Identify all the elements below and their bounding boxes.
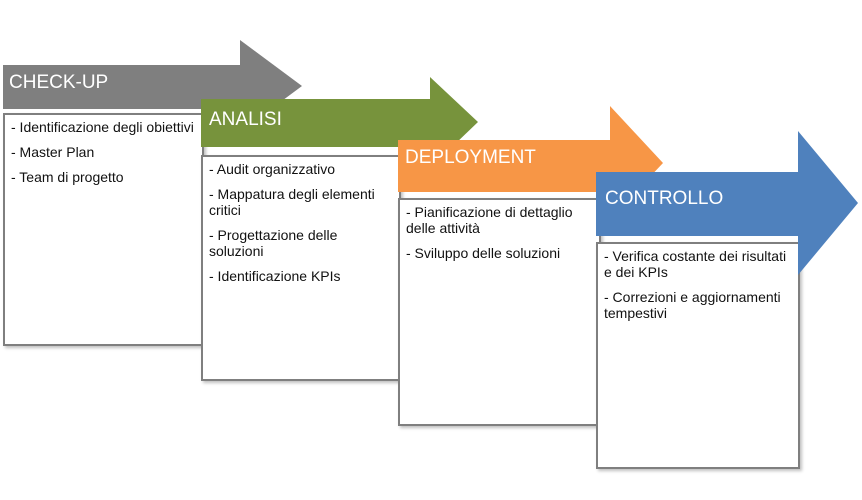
- list-item: - Verifica costante dei risultati e dei …: [604, 248, 787, 280]
- stage-checkup-box: - Identificazione degli obiettivi - Mast…: [3, 113, 204, 346]
- stage-controllo-items: - Verifica costante dei risultati e dei …: [604, 248, 792, 321]
- stage-analisi-box: - Audit organizzativo - Mappatura degli …: [201, 155, 401, 381]
- list-item: - Identificazione KPIs: [209, 268, 341, 284]
- stage-analisi-items: - Audit organizzativo - Mappatura degli …: [209, 161, 393, 284]
- list-item: - Mappatura degli elementi critici: [209, 186, 375, 218]
- list-item: - Master Plan: [11, 144, 95, 160]
- arrow-shape: [596, 131, 858, 275]
- list-item: - Team di progetto: [11, 169, 124, 185]
- list-item: - Progettazione delle soluzioni: [209, 227, 338, 259]
- list-item: - Identificazione degli obiettivi: [11, 119, 194, 135]
- stage-deployment-box: - Pianificazione di dettaglio delle atti…: [398, 198, 601, 426]
- list-item: - Sviluppo delle soluzioni: [406, 245, 561, 261]
- list-item: - Correzioni e aggiornamenti tempestivi: [604, 289, 781, 321]
- stage-controllo-box: - Verifica costante dei risultati e dei …: [596, 242, 800, 469]
- stage-checkup-title: CHECK-UP: [9, 72, 109, 93]
- stage-controllo-title: CONTROLLO: [605, 188, 724, 209]
- stage-deployment-title: DEPLOYMENT: [405, 147, 536, 168]
- list-item: - Pianificazione di dettaglio delle atti…: [406, 204, 573, 236]
- stage-deployment-items: - Pianificazione di dettaglio delle atti…: [406, 204, 593, 261]
- stage-analisi-title: ANALISI: [209, 109, 282, 130]
- list-item: - Audit organizzativo: [209, 161, 336, 177]
- stage-checkup-items: - Identificazione degli obiettivi - Mast…: [11, 119, 196, 185]
